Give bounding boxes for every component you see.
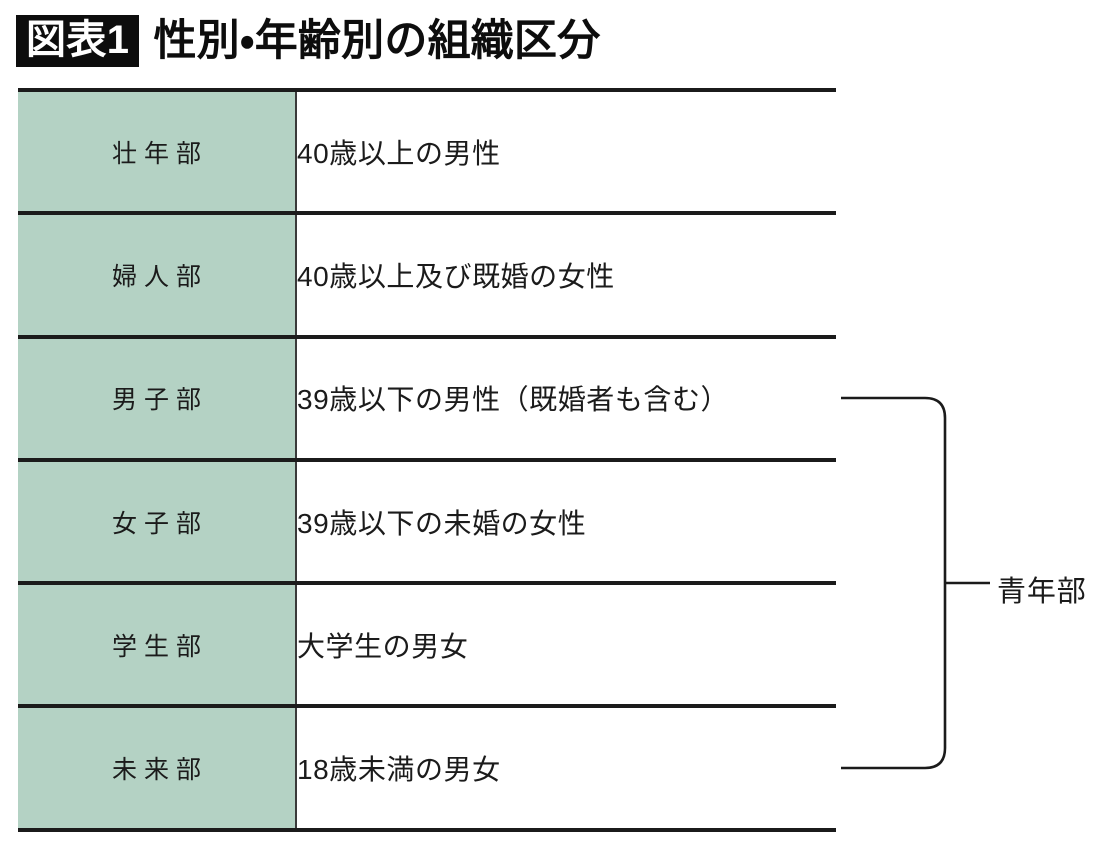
division-label-cell: 男子部 bbox=[18, 334, 297, 462]
figure-number-badge: 図表1 bbox=[16, 15, 140, 67]
table-row: 男子部 39歳以下の男性（既婚者も含む） bbox=[18, 334, 836, 462]
division-description-cell: 18歳未満の男女 bbox=[296, 704, 836, 832]
table-row: 未来部 18歳未満の男女 bbox=[18, 704, 836, 832]
division-label-cell: 壮年部 bbox=[18, 87, 297, 216]
figure-title: 図表1 性別・年齢別の組織区分 bbox=[16, 8, 600, 74]
division-description-cell: 40歳以上及び既婚の女性 bbox=[296, 211, 836, 339]
division-description-cell: 40歳以上の男性 bbox=[296, 87, 836, 216]
brace-path bbox=[841, 396, 947, 770]
table-body: 壮年部 40歳以上の男性 婦人部 40歳以上及び既婚の女性 男子部 39歳以下の… bbox=[18, 87, 836, 832]
table-row: 女子部 39歳以下の未婚の女性 bbox=[18, 457, 836, 586]
organization-table: 壮年部 40歳以上の男性 婦人部 40歳以上及び既婚の女性 男子部 39歳以下の… bbox=[18, 87, 836, 832]
brace-label-text: 青年部 bbox=[997, 576, 1087, 608]
division-label-cell: 女子部 bbox=[18, 457, 297, 586]
table-row: 学生部 大学生の男女 bbox=[18, 581, 836, 709]
division-description-cell: 大学生の男女 bbox=[296, 581, 836, 709]
figure-title-text: 性別・年齢別の組織区分 bbox=[153, 16, 601, 65]
division-description-cell: 39歳以下の未婚の女性 bbox=[296, 457, 836, 586]
organization-table-wrapper: 壮年部 40歳以上の男性 婦人部 40歳以上及び既婚の女性 男子部 39歳以下の… bbox=[18, 87, 836, 832]
division-label-cell: 学生部 bbox=[18, 581, 297, 709]
table-row: 婦人部 40歳以上及び既婚の女性 bbox=[18, 211, 836, 339]
division-description-cell: 39歳以下の男性（既婚者も含む） bbox=[296, 334, 836, 462]
division-label-cell: 婦人部 bbox=[18, 211, 297, 339]
table-row: 壮年部 40歳以上の男性 bbox=[18, 87, 836, 216]
division-label-cell: 未来部 bbox=[18, 704, 297, 832]
